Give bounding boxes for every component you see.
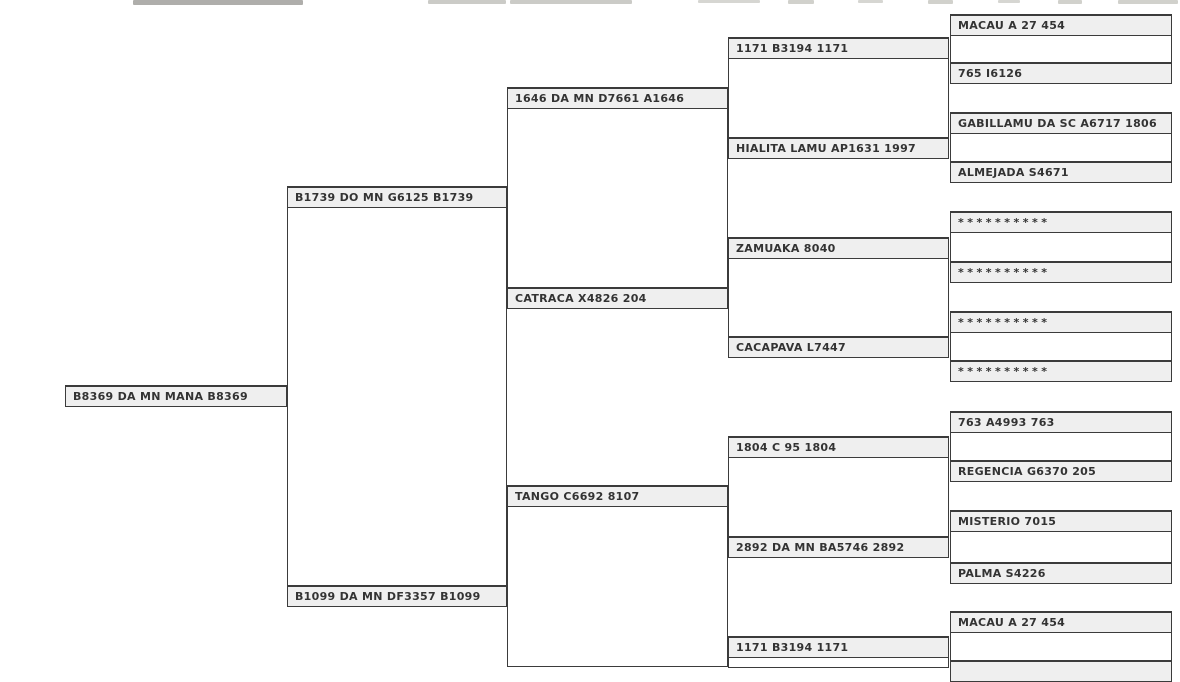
pedigree-node[interactable]: PALMA S4226	[950, 562, 1172, 584]
pedigree-node[interactable]: MACAU A 27 454	[950, 14, 1172, 36]
cropped-text-remnant	[428, 0, 506, 4]
pedigree-node[interactable]: HIALITA LAMU AP1631 1997	[728, 137, 949, 159]
connector-gen5-pair	[950, 431, 1172, 462]
pedigree-node-dam[interactable]: B1099 DA MN DF3357 B1099	[287, 585, 507, 607]
connector-gen3-pair	[507, 107, 728, 289]
connector-gen5-pair	[950, 331, 1172, 362]
pedigree-node-sire[interactable]: B1739 DO MN G6125 B1739	[287, 186, 507, 208]
pedigree-node[interactable]: CATRACA X4826 204	[507, 287, 728, 309]
cropped-text-remnant	[1118, 0, 1178, 4]
pedigree-node[interactable]: 763 A4993 763	[950, 411, 1172, 433]
connector-gen5-pair	[950, 132, 1172, 163]
cropped-text-remnant	[788, 0, 814, 4]
connector-gen5-pair	[950, 631, 1172, 662]
cropped-text-remnant	[698, 0, 760, 3]
pedigree-node[interactable]: ZAMUAKA 8040	[728, 237, 949, 259]
cropped-text-remnant	[928, 0, 953, 4]
connector-gen4-pair	[728, 57, 949, 139]
connector-gen5-pair	[950, 231, 1172, 263]
pedigree-node[interactable]: CACAPAVA L7447	[728, 336, 949, 358]
pedigree-node[interactable]: 1171 B3194 1171	[728, 37, 949, 59]
pedigree-node-partial	[950, 660, 1172, 682]
pedigree-node[interactable]: 1804 C 95 1804	[728, 436, 949, 458]
connector-gen2-pair	[287, 206, 507, 587]
connector-gen5-pair	[950, 34, 1172, 64]
connector-gen4-pair	[728, 456, 949, 538]
pedigree-node-subject[interactable]: B8369 DA MN MANA B8369	[65, 385, 287, 407]
pedigree-node[interactable]: GABILLAMU DA SC A6717 1806	[950, 112, 1172, 134]
pedigree-node[interactable]: ALMEJADA S4671	[950, 161, 1172, 183]
pedigree-node[interactable]: 765 I6126	[950, 62, 1172, 84]
cropped-text-remnant	[1058, 0, 1082, 4]
pedigree-node[interactable]: 2892 DA MN BA5746 2892	[728, 536, 949, 558]
pedigree-node[interactable]: MACAU A 27 454	[950, 611, 1172, 633]
pedigree-node[interactable]: MISTERIO 7015	[950, 510, 1172, 532]
pedigree-node[interactable]: REGENCIA G6370 205	[950, 460, 1172, 482]
pedigree-node[interactable]: TANGO C6692 8107	[507, 485, 728, 507]
pedigree-node-unknown: **********	[950, 211, 1172, 233]
cropped-text-remnant	[510, 0, 632, 4]
pedigree-node-unknown: **********	[950, 311, 1172, 333]
connector-gen5-pair	[950, 530, 1172, 564]
pedigree-node-unknown: **********	[950, 261, 1172, 283]
connector-gen3-pair	[507, 505, 728, 667]
cropped-text-remnant	[133, 0, 303, 5]
pedigree-node-unknown: **********	[950, 360, 1172, 382]
cropped-text-remnant	[998, 0, 1020, 3]
cropped-text-remnant	[858, 0, 883, 3]
connector-gen4-pair	[728, 257, 949, 338]
pedigree-node[interactable]: 1171 B3194 1171	[728, 636, 949, 658]
pedigree-node[interactable]: 1646 DA MN D7661 A1646	[507, 87, 728, 109]
